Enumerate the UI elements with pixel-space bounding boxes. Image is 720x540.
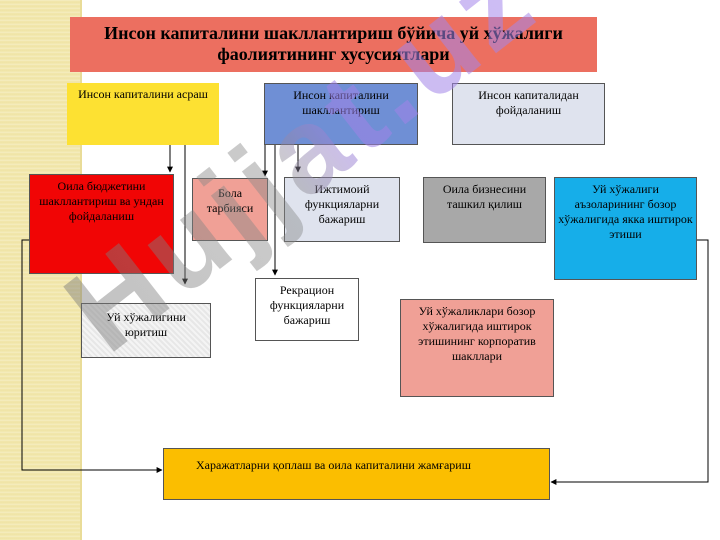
- box-yuritish: Уй хўжалигини юритиш: [81, 303, 211, 358]
- box-bola-tarbiyasi: Бола тарбияси: [192, 178, 268, 241]
- page-title: Инсон капиталини шакллантириш бўйича уй …: [70, 17, 597, 72]
- arrow-loop-left: [21, 239, 163, 473]
- box-asrash: Инсон капиталини асраш: [67, 83, 219, 145]
- box-oila-budjeti: Оила бюджетини шакллантириш ва ундан фой…: [29, 174, 174, 274]
- box-xarajatlar: Харажатларни қоплаш ва оила капиталини ж…: [163, 448, 550, 500]
- box-shakllantirish: Инсон капиталини шакллантириш: [264, 83, 418, 145]
- arrow-loop-right: [550, 239, 709, 485]
- box-rekreatsion: Рекрацион функцияларни бажариш: [255, 278, 359, 341]
- box-foydalanish: Инсон капиталидан фойдаланиш: [452, 83, 605, 145]
- box-korporativ: Уй хўжаликлари бозор хўжалигида иштирок …: [400, 299, 554, 397]
- box-azolar: Уй хўжалиги аъзоларининг бозор хўжалигид…: [554, 177, 697, 280]
- box-biznes: Оила бизнесини ташкил қилиш: [423, 177, 546, 243]
- box-ijtimoiy: Ижтимоий функцияларни бажариш: [284, 177, 400, 242]
